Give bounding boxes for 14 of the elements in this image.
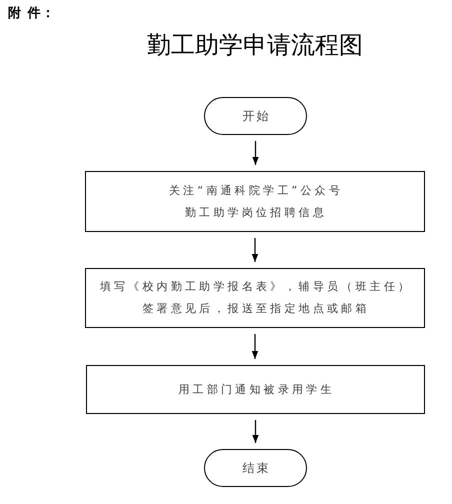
arrow (252, 141, 259, 165)
step-text: 关注“南通科院学工”公众号勤工助学岗位招聘信息 (168, 182, 344, 220)
arrow (252, 420, 259, 443)
diagram-title: 勤工助学申请流程图 (147, 31, 363, 59)
process-box (85, 268, 425, 328)
step-text: 用工部门通知被录用学生 (177, 382, 335, 398)
terminal-label: 结束 (242, 460, 270, 477)
arrow (252, 238, 258, 262)
header-label: 附 件： (8, 6, 56, 22)
arrow (252, 334, 258, 359)
step-text: 填写《校内勤工助学报名表》，辅导员（班主任）签署意见后，报送至指定地点或邮箱 (98, 279, 413, 317)
process-box (85, 171, 425, 232)
terminal-label: 开始 (242, 108, 270, 125)
process-box (86, 365, 425, 414)
